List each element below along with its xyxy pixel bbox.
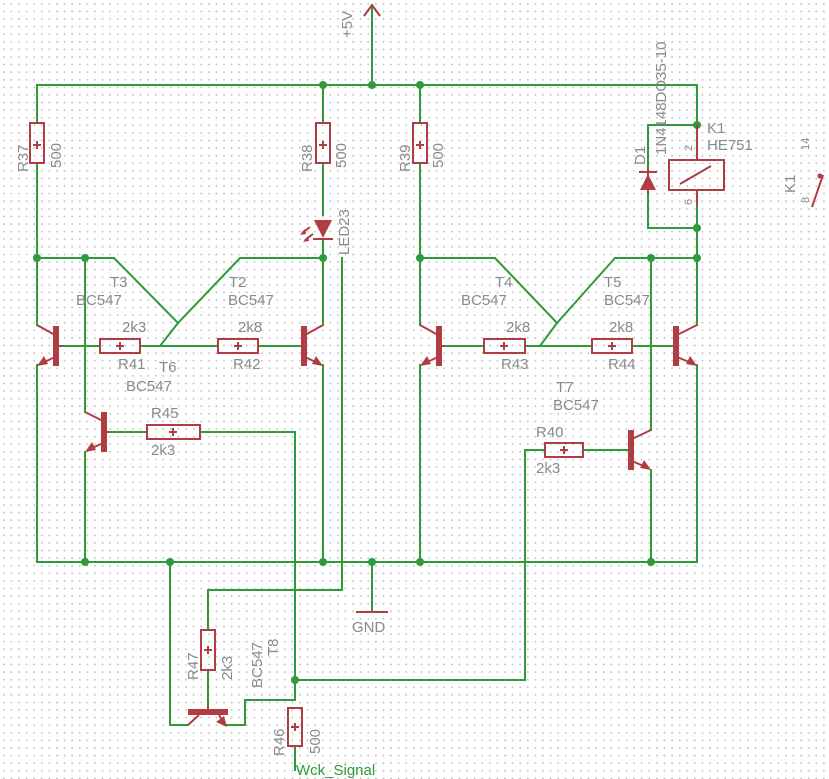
r42-ref: R42 (233, 356, 261, 373)
gnd-label: GND (352, 619, 386, 636)
r40-value: 2k3 (536, 460, 560, 477)
k1-coil-pin-a: 2 (683, 145, 695, 151)
t2-type: BC547 (228, 292, 274, 309)
transistor-t3 (36, 324, 62, 366)
t5-type: BC547 (604, 292, 650, 309)
diode-d1-icon (639, 167, 657, 193)
r39-value: 500 (430, 143, 447, 168)
resistor-r38 (315, 122, 331, 164)
r42-value: 2k8 (238, 319, 262, 336)
r41-value: 2k3 (122, 319, 146, 336)
t5-ref: T5 (604, 274, 622, 291)
r45-ref: R45 (151, 405, 179, 422)
k1-coil-pin-b: 6 (683, 199, 695, 205)
relay-k1-contact-icon (811, 173, 824, 208)
t8-type: BC547 (249, 642, 266, 688)
r46-value: 500 (307, 729, 324, 754)
transistor-t4 (419, 324, 445, 366)
k1-ref: K1 (707, 120, 725, 137)
r47-value: 2k3 (219, 656, 236, 680)
resistor-r46 (287, 707, 303, 747)
r38-ref: R38 (299, 144, 316, 172)
led-ref: LED23 (336, 209, 353, 255)
resistor-r47 (200, 629, 216, 671)
resistor-r44 (591, 338, 633, 354)
t7-ref: T7 (556, 379, 574, 396)
k1-contact-pin-b: 8 (800, 197, 812, 203)
r46-ref: R46 (271, 728, 288, 756)
r38-value: 500 (333, 143, 350, 168)
transistor-t6 (84, 411, 110, 452)
r37-value: 500 (48, 143, 65, 168)
t3-type: BC547 (76, 292, 122, 309)
k1-contact-pin-a: 14 (800, 138, 812, 150)
r43-value: 2k8 (506, 319, 530, 336)
t6-ref: T6 (159, 359, 177, 376)
t4-ref: T4 (495, 274, 513, 291)
t3-ref: T3 (110, 274, 128, 291)
resistor-r40 (544, 442, 584, 458)
d1-ref: D1 (632, 146, 649, 165)
r45-value: 2k3 (151, 442, 175, 459)
r41-ref: R41 (118, 356, 146, 373)
relay-k1-coil (668, 125, 725, 205)
t6-type: BC547 (126, 378, 172, 395)
resistor-r39 (412, 122, 428, 164)
signal-label: Wck_Signal (296, 762, 375, 779)
resistor-r45 (146, 424, 201, 440)
r44-value: 2k8 (609, 319, 633, 336)
t2-ref: T2 (229, 274, 247, 291)
r47-ref: R47 (185, 652, 202, 680)
r37-ref: R37 (15, 144, 32, 172)
transistor-t5 (673, 324, 698, 366)
led-icon (300, 220, 333, 242)
vcc-arrow-icon (363, 4, 381, 17)
transistor-t8 (187, 705, 228, 727)
r44-ref: R44 (608, 356, 636, 373)
t7-type: BC547 (553, 397, 599, 414)
d1-type: 1N4148DO35-10 (653, 42, 670, 155)
r40-ref: R40 (536, 424, 564, 441)
t8-ref: T8 (265, 638, 282, 656)
resistor-r43 (483, 338, 526, 354)
transistor-t7 (628, 429, 652, 470)
transistor-t2 (300, 324, 324, 366)
r43-ref: R43 (501, 356, 529, 373)
resistor-r37 (29, 122, 45, 164)
k1-type: HE751 (707, 137, 753, 154)
junctions (33, 81, 701, 684)
resistor-r41 (99, 338, 141, 354)
resistor-r42 (217, 338, 259, 354)
vcc-label: +5V (339, 11, 356, 38)
k1-contact-ref: K1 (782, 175, 799, 193)
r39-ref: R39 (397, 144, 414, 172)
t4-type: BC547 (461, 292, 507, 309)
